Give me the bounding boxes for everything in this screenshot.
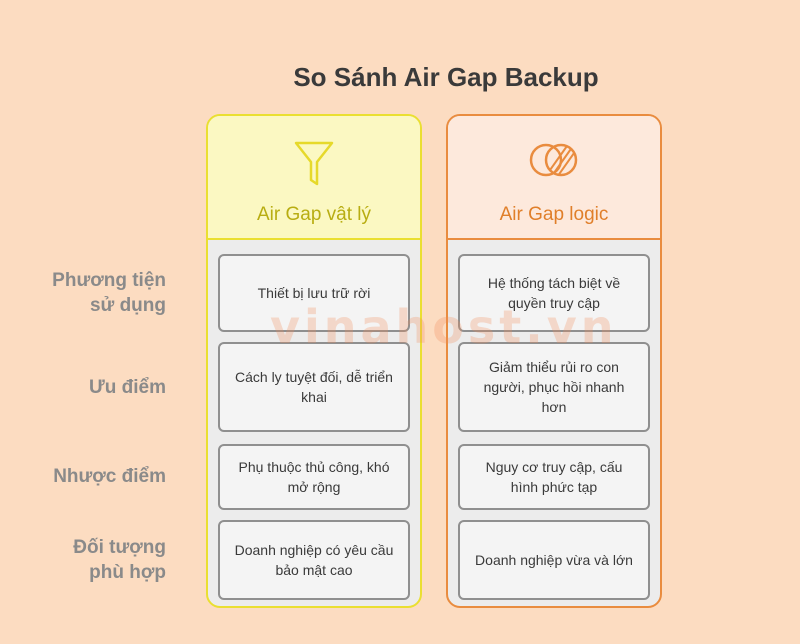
cell-logic-target: Doanh nghiệp vừa và lớn — [458, 520, 650, 600]
column-label-logic: Air Gap logic — [499, 204, 609, 225]
row-label-target: Đối tượng phù hợp — [73, 537, 166, 583]
cell-physical-media: Thiết bị lưu trữ rời — [218, 254, 410, 332]
column-label-physical: Air Gap vật lý — [256, 204, 372, 225]
overlapping-circles-icon — [527, 140, 581, 185]
cell-logic-disadvantages: Nguy cơ truy cập, cấu hình phức tạp — [458, 444, 650, 510]
page-title: So Sánh Air Gap Backup — [293, 62, 599, 92]
cell-physical-target: Doanh nghiệp có yêu cầu bảo mật cao — [218, 520, 410, 600]
cell-physical-advantages: Cách ly tuyệt đối, dễ triển khai — [218, 342, 410, 432]
row-label-disadvantages: Nhược điểm — [53, 466, 166, 487]
column-header-logic: Air Gap logic — [448, 116, 660, 240]
column-header-physical: Air Gap vật lý — [208, 116, 420, 240]
column-logic-air-gap: Air Gap logic Hệ thống tách biệt về quyề… — [446, 114, 662, 608]
funnel-icon — [293, 140, 335, 193]
cell-physical-disadvantages: Phụ thuộc thủ công, khó mở rộng — [218, 444, 410, 510]
column-physical-air-gap: Air Gap vật lý Thiết bị lưu trữ rời Cách… — [206, 114, 422, 608]
cell-logic-media: Hệ thống tách biệt về quyền truy cập — [458, 254, 650, 332]
row-label-media: Phương tiện sử dụng — [52, 270, 166, 316]
cell-logic-advantages: Giảm thiểu rủi ro con người, phục hồi nh… — [458, 342, 650, 432]
row-label-advantages: Ưu điểm — [89, 377, 166, 398]
